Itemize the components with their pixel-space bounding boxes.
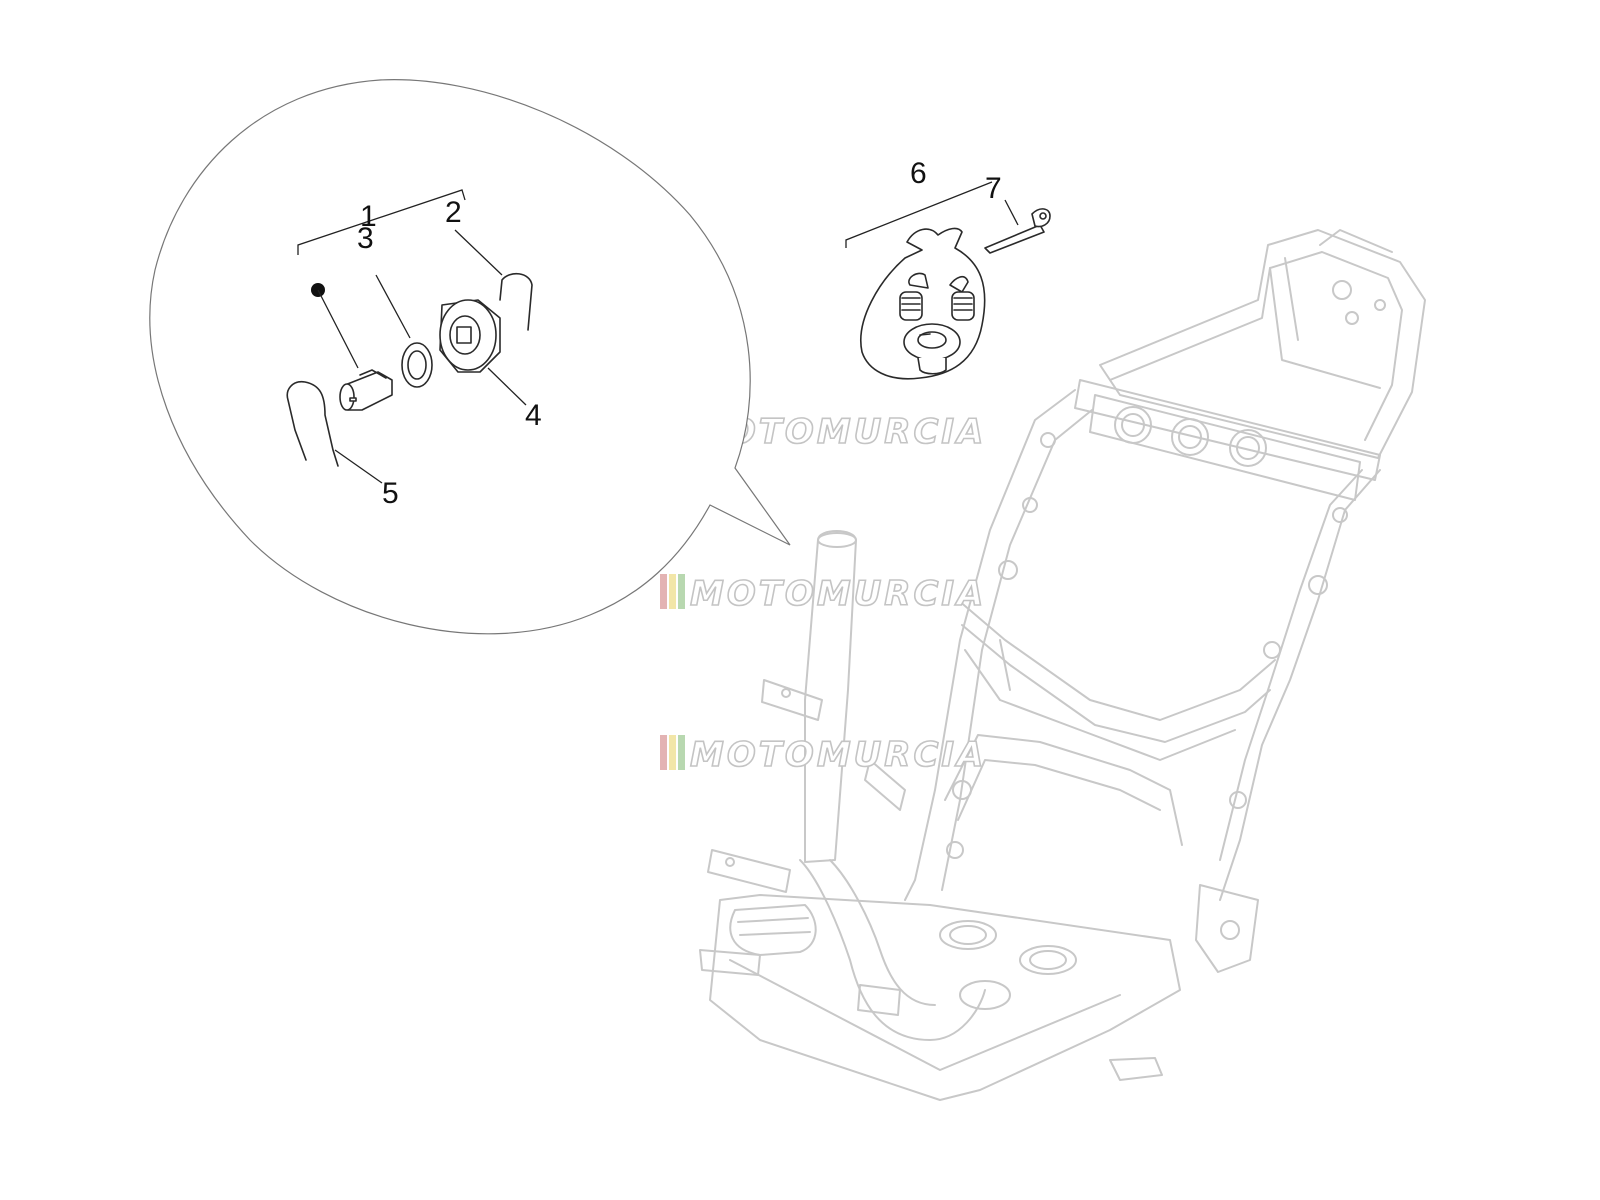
callout-number-1: 1 [360, 200, 377, 233]
callout-number-7: 7 [985, 172, 1002, 205]
group-bracket-6 [845, 181, 993, 248]
lock-cylinder [339, 369, 393, 411]
callout-number-2: 2 [445, 196, 462, 229]
lock-housing [439, 299, 501, 373]
watermark-3: MOTOMURCIA [660, 734, 986, 776]
retaining-spring-clip [286, 380, 339, 467]
watermark-text: MOTOMURCIA [690, 735, 986, 775]
lock-set-kit [845, 181, 1051, 380]
watermark-2: MOTOMURCIA [660, 573, 986, 615]
watermark-stripe [669, 735, 676, 770]
leader-line-7 [1004, 199, 1019, 226]
lock-cap [903, 323, 961, 375]
key-pair [899, 272, 975, 321]
watermark-text: MOTOMURCIA [690, 574, 986, 614]
watermark-stripe [660, 735, 667, 770]
watermark-stripe [678, 574, 685, 609]
retaining-clip-upper [499, 272, 533, 331]
blank-key [984, 208, 1051, 254]
leader-line-4 [487, 367, 527, 406]
leader-line-2 [454, 229, 503, 276]
callout-number-6: 6 [910, 157, 927, 190]
scooter-frame [699, 229, 1426, 1101]
leader-line-5 [334, 449, 383, 484]
watermark-stripe [669, 574, 676, 609]
callout-number-4: 4 [525, 399, 542, 432]
group-bracket-1 [297, 189, 466, 255]
leader-line-1 [317, 289, 359, 369]
ignition-lock-parts [286, 189, 533, 484]
leader-line-3 [375, 274, 411, 339]
sealing-washer [401, 342, 433, 388]
watermark-stripe [660, 574, 667, 609]
callout-number-5: 5 [382, 477, 399, 510]
watermark-stripe [678, 735, 685, 770]
callout-number-3: 3 [357, 222, 374, 255]
